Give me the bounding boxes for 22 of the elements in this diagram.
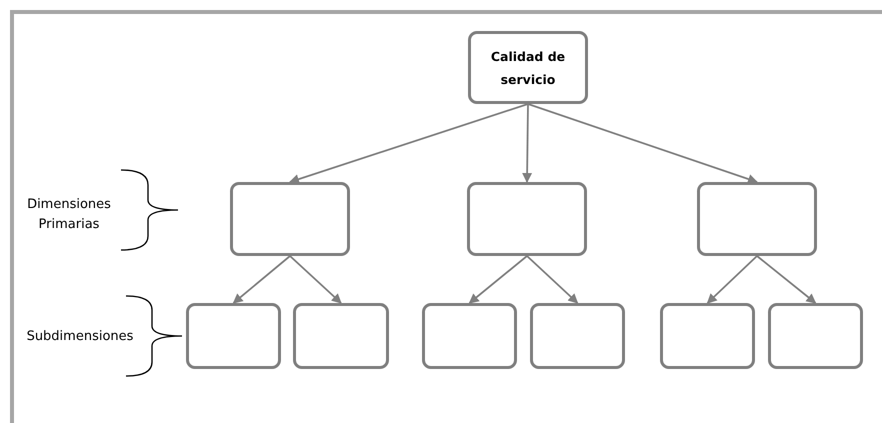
level-label: Subdimensiones	[26, 328, 134, 346]
empty-box	[768, 303, 863, 369]
arrow	[706, 255, 758, 304]
level-label: Dimensiones Primarias	[26, 196, 112, 234]
empty-box	[230, 182, 350, 256]
arrow	[232, 255, 291, 304]
arrow	[526, 255, 578, 304]
empty-box	[422, 303, 517, 369]
arrow	[289, 103, 528, 184]
empty-box	[660, 303, 755, 369]
arrow	[522, 104, 532, 183]
arrow	[289, 255, 342, 304]
node-label: Calidad de servicio	[490, 48, 566, 88]
arrow	[756, 255, 816, 304]
empty-box	[293, 303, 389, 369]
process-box	[468, 31, 588, 104]
arrow	[528, 103, 758, 184]
empty-box	[186, 303, 281, 369]
empty-box	[530, 303, 625, 369]
arrow	[468, 255, 528, 304]
empty-box	[467, 182, 587, 256]
empty-box	[697, 182, 817, 256]
